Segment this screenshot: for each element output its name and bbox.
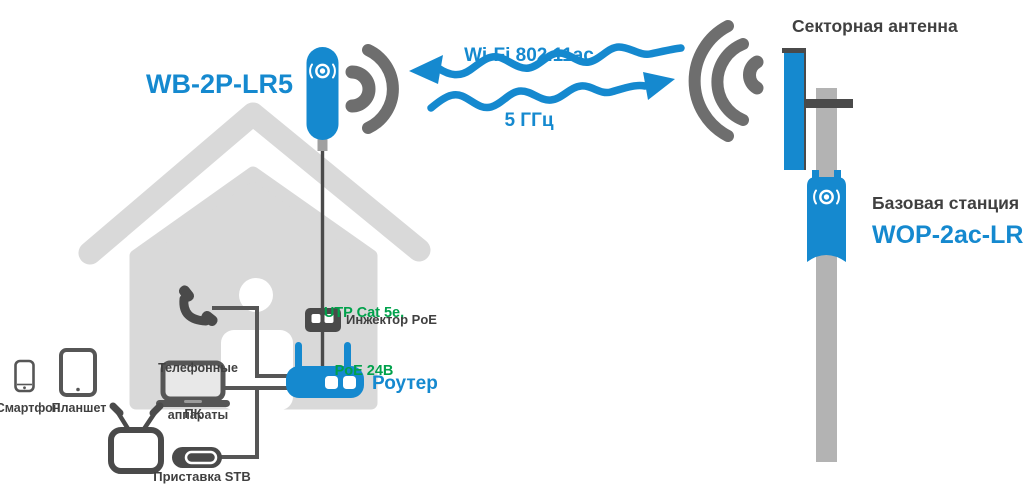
stb-label: Приставка STB xyxy=(153,469,251,484)
cable-spec-label: UTP Cat 5e, PoE 24В xyxy=(323,304,405,380)
tv-icon xyxy=(108,402,164,474)
base-station-label: Базовая станция xyxy=(872,193,1020,213)
lan-lines xyxy=(212,306,290,459)
laptop-icon xyxy=(156,360,230,407)
wb2p-model-label: WB-2P-LR5 xyxy=(146,69,293,99)
wop-model-label: WOP-2ac-LR5 xyxy=(872,221,1024,249)
device-body xyxy=(807,177,846,262)
wb2p-device-icon xyxy=(306,47,339,151)
phones-label: Телефонные аппараты xyxy=(158,361,238,422)
stb-icon xyxy=(172,447,222,468)
stb-line xyxy=(220,388,259,459)
antenna-cap xyxy=(782,48,806,53)
pc-label: ПК xyxy=(184,406,202,421)
poe-injector-icon xyxy=(305,308,341,332)
wifi-link-label: Wi-Fi 802.11ac 5 ГГц xyxy=(464,1,594,176)
mast-pole xyxy=(816,88,837,462)
smartphone-icon xyxy=(14,359,35,393)
wifi-signal-right-icon xyxy=(345,44,399,134)
phone-handset-icon xyxy=(178,285,218,327)
wifi-signal-left-icon xyxy=(688,20,764,142)
router-label: Роутер xyxy=(372,373,438,394)
roof xyxy=(78,102,431,265)
wifi-band-label: 5 ГГц xyxy=(504,110,554,132)
antenna-panel xyxy=(784,52,804,170)
injector-label: Инжектор PoE xyxy=(346,312,437,327)
smartphone-label: Смартфон xyxy=(0,401,61,415)
tablet-label: Планшет xyxy=(51,401,107,415)
wifi-arrow-left-icon xyxy=(409,43,685,84)
phone-line xyxy=(212,306,290,378)
antenna-bracket xyxy=(800,99,853,108)
window xyxy=(239,278,273,312)
device-mount xyxy=(317,137,328,151)
wop-device-icon xyxy=(807,170,846,262)
sector-antenna-label: Секторная антенна xyxy=(792,16,958,36)
device-body xyxy=(306,47,339,140)
wifi-arrow-right-icon xyxy=(427,72,675,112)
router-icon xyxy=(286,342,364,398)
tablet-icon xyxy=(59,348,97,397)
wifi-standard-label: Wi-Fi 802.11ac xyxy=(464,44,594,66)
sector-antenna-icon xyxy=(782,48,853,170)
